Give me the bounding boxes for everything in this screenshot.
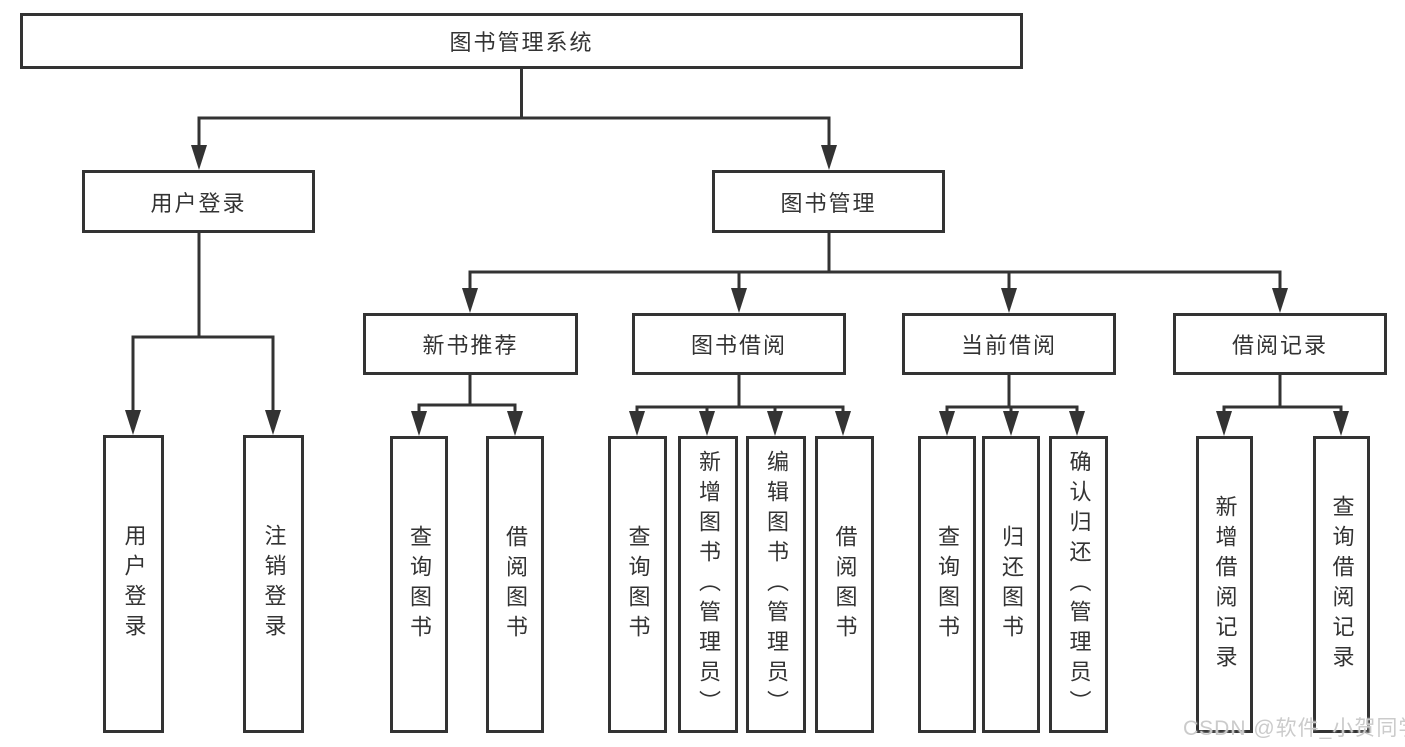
node-user-login: 用户登录 (82, 170, 315, 233)
leaf-borrow-books-borrow: 借阅图书 (815, 436, 874, 733)
node-book-management: 图书管理 (712, 170, 945, 233)
leaf-user-login: 用户登录 (103, 435, 164, 733)
node-current-borrowing: 当前借阅 (902, 313, 1116, 375)
node-borrowing-records: 借阅记录 (1173, 313, 1387, 375)
node-new-book-recommendation: 新书推荐 (363, 313, 578, 375)
node-library-system: 图书管理系统 (20, 13, 1023, 69)
node-book-borrowing: 图书借阅 (632, 313, 846, 375)
leaf-add-book-admin: 新增图书（管理员） (678, 436, 738, 733)
leaf-query-books-borrow: 查询图书 (608, 436, 667, 733)
leaf-return-books: 归还图书 (982, 436, 1040, 733)
leaf-add-borrow-record: 新增借阅记录 (1196, 436, 1253, 733)
leaf-confirm-return-admin: 确认归还（管理员） (1049, 436, 1108, 733)
csdn-watermark: CSDN @软件_小贺同学 (1183, 717, 1405, 740)
leaf-query-borrow-record: 查询借阅记录 (1313, 436, 1370, 733)
leaf-edit-book-admin: 编辑图书（管理员） (746, 436, 806, 733)
leaf-query-books-current: 查询图书 (918, 436, 976, 733)
leaf-query-books-recommend: 查询图书 (390, 436, 448, 733)
leaf-borrow-books-recommend: 借阅图书 (486, 436, 544, 733)
leaf-logout: 注销登录 (243, 435, 304, 733)
